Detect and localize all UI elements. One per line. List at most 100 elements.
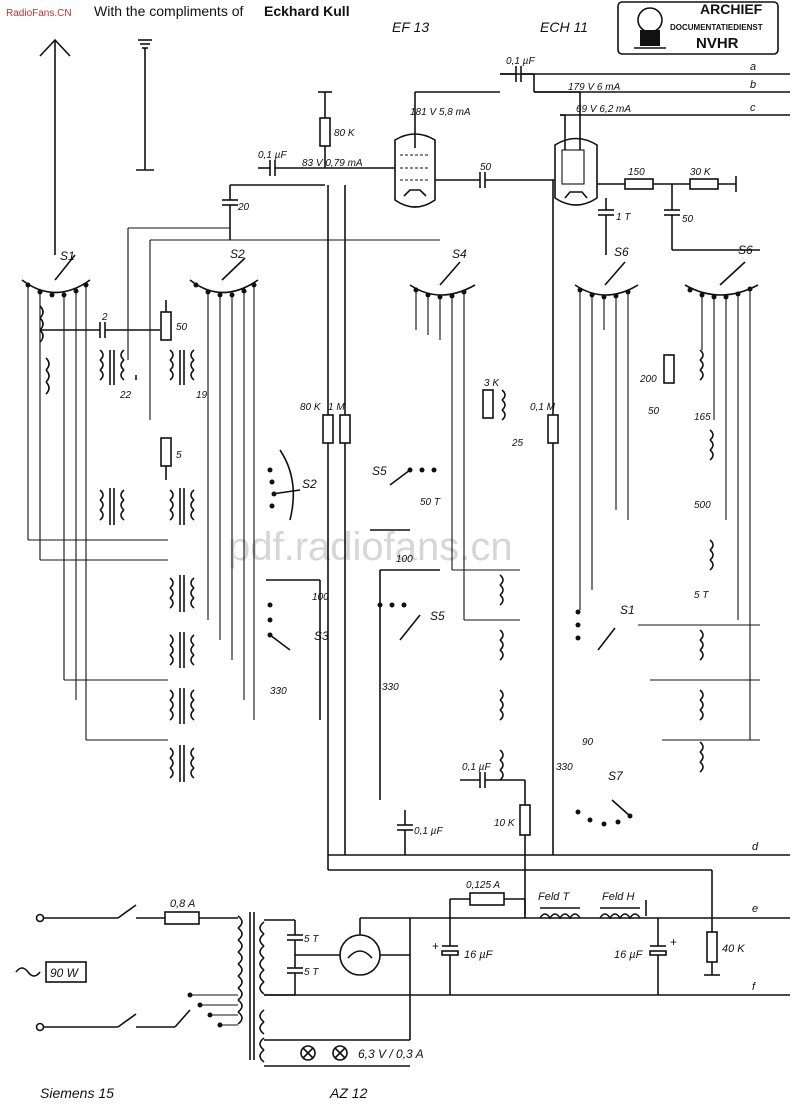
voltage-selector — [174, 992, 238, 1028]
choke-feld-t — [539, 907, 581, 920]
label-s7: S7 — [608, 769, 624, 783]
label-feld-h: Feld H — [602, 891, 634, 903]
label-s1: S1 — [60, 249, 75, 263]
label-fuse: 0,8 A — [170, 898, 195, 910]
resistor-01m — [547, 180, 559, 855]
label-c01-ef: 0,1 µF — [258, 150, 287, 161]
label-c50-mid: 50 — [480, 162, 492, 173]
switch-s3 — [266, 579, 321, 720]
label-n165: 165 — [694, 412, 711, 423]
capacitor-2 — [40, 322, 160, 338]
label-r80k-mid: 80 K — [300, 402, 322, 413]
wafer-wiring — [27, 227, 751, 740]
capacitor-50-coupling — [435, 172, 555, 188]
coil-s1-upper — [39, 305, 44, 343]
ech11-tube — [554, 92, 598, 206]
rf-transformer-stack-mid — [452, 569, 520, 781]
label-lamps: 6,3 V / 0,3 A — [358, 1047, 424, 1061]
resistor-150 — [597, 178, 690, 190]
label-c25: 25 — [511, 438, 524, 449]
resistor-3k — [482, 389, 506, 421]
az12-rectifier-tube — [295, 917, 410, 976]
site-watermark: RadioFans.CN — [6, 8, 72, 19]
label-c500: 500 — [694, 500, 711, 511]
label-n19: 19 — [196, 390, 208, 401]
label-s3: S3 — [314, 629, 329, 643]
label-s6: S6 — [614, 245, 629, 259]
capacitor-01uf-bottom — [397, 810, 413, 855]
fuse-08a — [164, 911, 238, 925]
switch-s4-wafer — [409, 261, 476, 300]
label-power: 90 W — [50, 966, 80, 980]
capacitor-01uf-top — [500, 66, 534, 82]
model-label: Siemens 15 — [40, 1085, 114, 1101]
label-c2: 2 — [101, 312, 108, 323]
label-c5t-a: 5 T — [304, 934, 319, 945]
label-r50: 50 — [176, 322, 188, 333]
label-r10k: 10 K — [494, 818, 516, 829]
bus-label-a: a — [750, 61, 756, 73]
capacitor-16uf-b — [649, 918, 667, 995]
stamp-title: ARCHIEF — [700, 1, 763, 17]
rf-transformer-1 — [99, 349, 137, 385]
mains-transformer — [237, 912, 265, 1063]
label-s5b: S5 — [430, 609, 445, 623]
label-r01m: 0,1 M — [530, 402, 556, 413]
capacitor-01uf-low — [460, 772, 525, 788]
archive-stamp: ARCHIEF DOCUMENTATIEDIENST NVHR — [617, 1, 779, 55]
ef13-tube — [394, 92, 436, 208]
label-c50-r: 50 — [648, 406, 660, 417]
earth-symbol — [136, 39, 154, 171]
lamp-icon — [300, 1045, 316, 1061]
label-r150: 150 — [628, 167, 645, 178]
ac-symbol — [15, 967, 41, 977]
microscope-logo-icon — [634, 7, 666, 49]
switch-s7 — [575, 799, 633, 827]
label-c90: 90 — [582, 737, 594, 748]
switch-s5b — [377, 569, 440, 800]
tube-ech11-label: ECH 11 — [540, 19, 588, 35]
capacitor-50-right — [664, 184, 680, 250]
switch-s1-wafer — [21, 254, 91, 298]
label-c330c: 330 — [556, 762, 573, 773]
stamp-org: NVHR — [696, 35, 739, 52]
mains-input — [35, 904, 175, 1032]
label-c330b: 330 — [382, 682, 399, 693]
antenna-symbol — [39, 38, 71, 255]
choke-feld-h — [599, 900, 647, 920]
switch-s2b — [267, 449, 301, 521]
label-c100a: 100 — [312, 592, 329, 603]
label-c01-bot: 0,1 µF — [414, 826, 443, 837]
plus-sign-b: + — [670, 935, 677, 949]
label-c5t-b: 5 T — [304, 967, 319, 978]
capacitor-5t-b — [264, 965, 303, 996]
label-s5: S5 — [372, 464, 387, 478]
label-fuse2: 0,125 A — [466, 880, 500, 891]
rf-transformer-stack-right — [638, 349, 760, 773]
resistor-10k — [519, 780, 531, 915]
capacitor-01uf-ef13 — [258, 160, 395, 176]
tube-ef13-label: EF 13 — [392, 19, 429, 35]
label-c5t: 5 T — [694, 590, 709, 601]
resistor-50 — [160, 300, 172, 341]
bus-label-b: b — [750, 79, 756, 91]
stamp-line: DOCUMENTATIEDIENST — [670, 23, 763, 32]
resistor-80k-top — [318, 91, 332, 168]
capacitor-1t — [598, 198, 614, 255]
label-n22: 22 — [119, 390, 132, 401]
label-c50t: 50 T — [420, 497, 441, 508]
label-r3k: 3 K — [484, 378, 500, 389]
label-c16a: 16 µF — [464, 949, 494, 961]
label-s4: S4 — [452, 247, 467, 261]
resistor-80k-mid — [322, 185, 334, 870]
compliments-text: With the compliments of — [94, 3, 243, 19]
label-s2b: S2 — [302, 477, 317, 491]
label-ech11-anode: 179 V 6 mA — [568, 82, 621, 93]
switch-s6b-wafer — [672, 249, 760, 300]
resistor-200 — [663, 354, 675, 384]
label-c01-top: 0,1 µF — [506, 56, 535, 67]
bus-label-f: f — [752, 981, 756, 993]
tube-az12-label: AZ 12 — [329, 1085, 368, 1101]
coil-s1-lower — [45, 357, 50, 395]
label-s2: S2 — [230, 247, 245, 261]
